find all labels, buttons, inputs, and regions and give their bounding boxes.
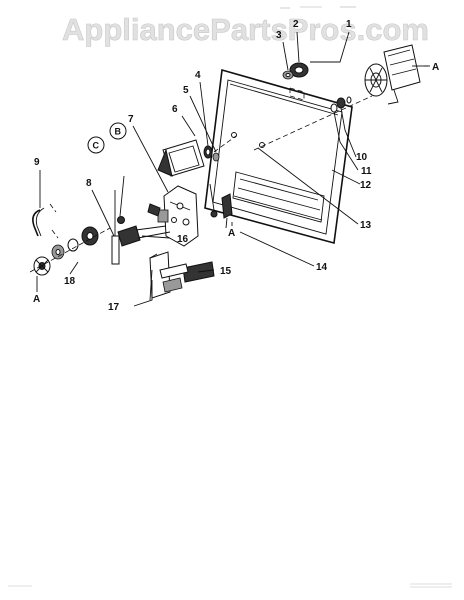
ref-c-circle: [87, 136, 105, 154]
ref-a-middle: A: [228, 228, 235, 239]
knob-gear-set: [29, 226, 111, 276]
switch-bracket: [149, 251, 215, 301]
callout-18: 18: [64, 276, 76, 287]
ref-b-circle: [109, 122, 127, 140]
callout-8: 8: [86, 178, 92, 189]
footer-marks: [8, 583, 452, 588]
callout-1: 1: [346, 19, 352, 30]
spring-screw: [111, 190, 120, 265]
shaft-washers: [253, 95, 373, 151]
callout-4: 4: [195, 70, 201, 81]
ref-c-letter: C: [93, 141, 100, 151]
ref-a-top-right: A: [432, 62, 439, 73]
door-panel: [204, 68, 353, 245]
callout-14: 14: [316, 262, 328, 273]
callout-11: 11: [361, 166, 372, 177]
callout-16: 16: [177, 234, 189, 245]
center-clip: [209, 183, 233, 229]
callouts: 1 2 3 4 5 6 7 8 9 10 11 12 13 14 15 16 1…: [33, 19, 439, 313]
leader-lines: [36, 31, 430, 307]
motor-assembly: [364, 44, 428, 105]
callout-17: 17: [108, 302, 120, 313]
handle-assembly: [157, 135, 237, 177]
callout-6: 6: [172, 104, 178, 115]
watermark-text: AppliancePartsPros.com: [62, 12, 429, 47]
linkage-rods: [117, 175, 171, 247]
callout-12: 12: [360, 180, 372, 191]
callout-13: 13: [360, 220, 372, 231]
latch-bracket: [147, 185, 199, 247]
callout-5: 5: [183, 85, 189, 96]
wire-hook: [32, 203, 59, 239]
ref-a-bottom-left: A: [33, 294, 40, 305]
callout-10: 10: [356, 152, 368, 163]
callout-7: 7: [128, 114, 134, 125]
callout-15: 15: [220, 266, 232, 277]
gear-and-bushing: [282, 62, 309, 101]
ref-b-letter: B: [115, 127, 122, 137]
header-marks: [280, 6, 356, 9]
callout-2: 2: [293, 19, 299, 30]
callout-3: 3: [276, 30, 282, 41]
callout-9: 9: [34, 157, 40, 168]
